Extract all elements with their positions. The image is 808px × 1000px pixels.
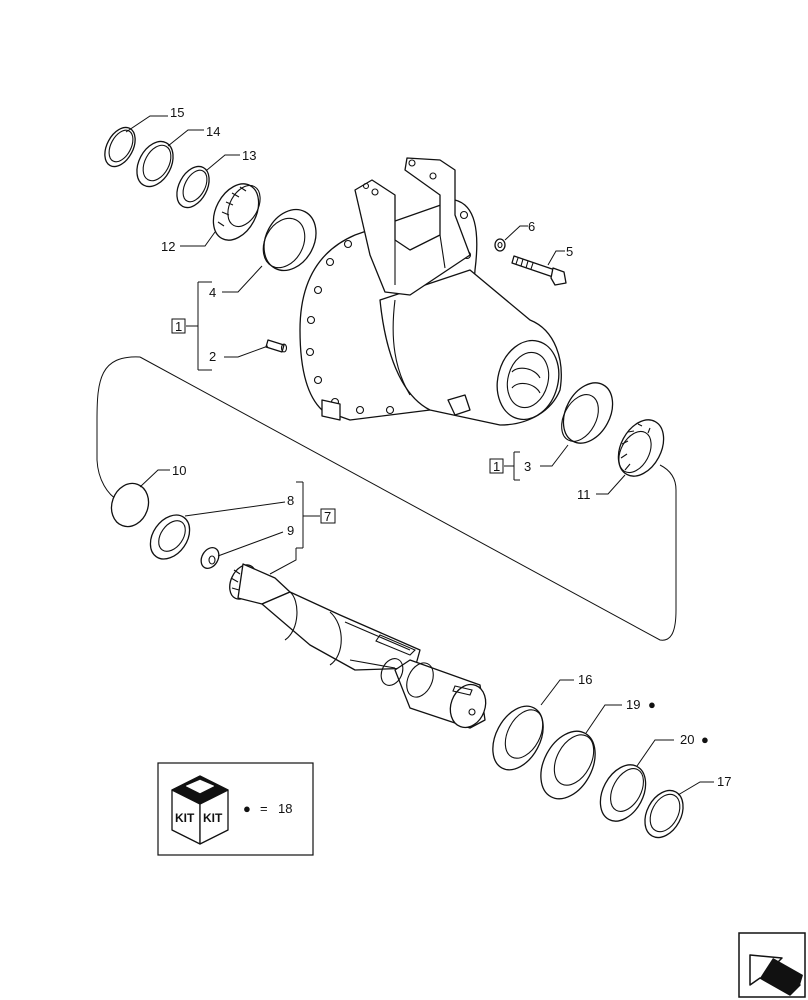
bolt-5 <box>511 255 567 286</box>
callout-13: 13 <box>242 148 256 163</box>
kit-legend-symbol: ● <box>243 801 251 816</box>
bearing-cup-3 <box>561 382 614 444</box>
callout-11: 11 <box>577 487 591 502</box>
svg-text:1: 1 <box>493 459 500 474</box>
axle-shaft-7 <box>229 563 487 729</box>
next-page-arrow-icon[interactable] <box>738 932 806 998</box>
callout-19: 19 <box>626 697 640 712</box>
kit-box-icon: KIT KIT <box>171 775 229 845</box>
ring-14 <box>136 140 174 188</box>
callout-8: 8 <box>287 493 294 508</box>
seal-20 <box>599 764 647 822</box>
disk-10 <box>110 482 150 528</box>
boxed-callout-1a: 1 <box>171 318 186 334</box>
kit-marker-19: ● <box>648 697 656 712</box>
callout-2: 2 <box>209 349 216 364</box>
svg-text:7: 7 <box>324 509 331 524</box>
callout-labels: 15 14 13 12 4 2 6 5 3 11 10 8 9 16 19 ● … <box>161 105 731 789</box>
bearing-cone-12 <box>212 183 261 241</box>
washer-9 <box>200 547 220 569</box>
callout-9: 9 <box>287 523 294 538</box>
kit-marker-20: ● <box>701 732 709 747</box>
snap-ring-15 <box>104 126 136 168</box>
callout-20: 20 <box>680 732 694 747</box>
callout-5: 5 <box>566 244 573 259</box>
seal-8 <box>149 514 191 560</box>
bearing-cup-4 <box>262 208 317 272</box>
callout-14: 14 <box>206 124 220 139</box>
boxed-callout-7: 7 <box>320 508 336 524</box>
callout-10: 10 <box>172 463 186 478</box>
kit-legend-equals: = <box>260 801 268 816</box>
seal-19 <box>540 730 596 800</box>
svg-text:KIT: KIT <box>203 811 223 825</box>
group-loop <box>96 356 677 641</box>
seal-16 <box>492 705 544 771</box>
callout-17: 17 <box>717 774 731 789</box>
callout-3: 3 <box>524 459 531 474</box>
callout-4: 4 <box>209 285 216 300</box>
leader-lines <box>125 115 714 796</box>
bearing-cone-11 <box>617 419 665 477</box>
svg-text:KIT: KIT <box>175 811 195 825</box>
pin-2 <box>265 339 288 353</box>
callout-15: 15 <box>170 105 184 120</box>
axle-housing <box>299 157 562 426</box>
callout-12: 12 <box>161 239 175 254</box>
washer-6 <box>494 238 506 252</box>
seal-13 <box>176 165 210 209</box>
callout-6: 6 <box>528 219 535 234</box>
kit-legend-value: 18 <box>278 801 292 816</box>
snap-ring-17 <box>644 789 684 839</box>
kit-legend: KIT KIT ● = 18 <box>157 762 314 856</box>
boxed-callout-1b: 1 <box>489 458 504 474</box>
svg-text:1: 1 <box>175 319 182 334</box>
callout-16: 16 <box>578 672 592 687</box>
